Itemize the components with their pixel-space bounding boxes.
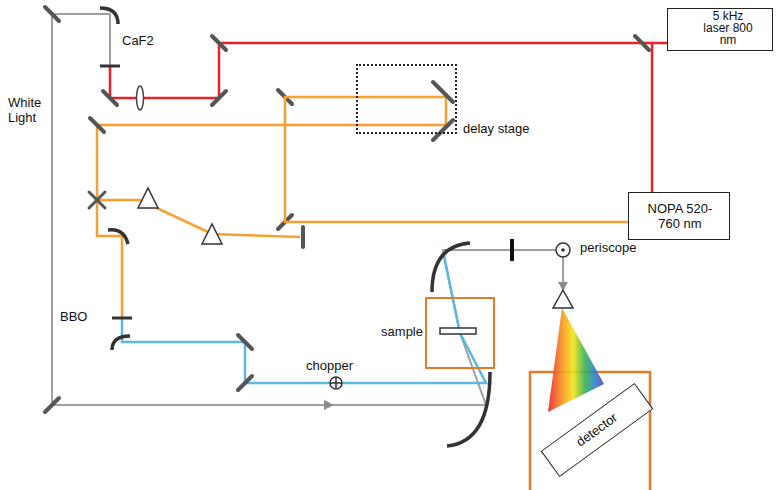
crystal-label: BBO — [60, 310, 87, 325]
mirror — [301, 227, 305, 247]
curved-mirror — [112, 336, 130, 350]
prism — [138, 188, 158, 208]
mirror — [238, 335, 252, 349]
crystal-label: CaF2 — [122, 34, 154, 49]
probe-beam — [97, 97, 446, 318]
pump-beam — [110, 43, 652, 98]
mirror — [90, 118, 104, 132]
detector-box: detector — [541, 383, 654, 477]
bbo-crystal — [112, 317, 132, 320]
mirror — [433, 82, 453, 102]
spectrum-fan — [548, 308, 604, 412]
node-text: 5 kHz laser 800 nm — [698, 10, 758, 46]
beam-stop — [510, 239, 514, 261]
mirror — [212, 91, 226, 105]
prism — [553, 290, 573, 308]
mirror — [635, 36, 649, 50]
mirror — [212, 36, 226, 50]
pickoff-mirror — [89, 192, 105, 208]
component-label: periscope — [580, 241, 636, 256]
shg-beam — [122, 252, 486, 383]
sample-box: sample — [425, 297, 495, 369]
mirror — [45, 7, 59, 21]
mirror — [45, 398, 59, 412]
node-text: delay stage — [463, 122, 530, 137]
prism — [202, 224, 222, 244]
laser-box: 5 kHz laser 800 nm — [667, 8, 773, 51]
curved-mirror — [432, 243, 470, 292]
curved-mirror — [447, 372, 490, 446]
probe-beam — [97, 97, 446, 318]
spectrum-fan — [548, 308, 604, 412]
delay-stage-box: delay stage — [356, 64, 457, 134]
probe-beam — [97, 200, 300, 237]
mirror — [433, 120, 453, 140]
lens — [137, 86, 144, 110]
node-text: detector — [546, 390, 647, 469]
bbo-crystal — [112, 317, 132, 320]
caf2-plate — [100, 65, 120, 68]
mirror — [103, 91, 117, 105]
curved-mirror — [100, 8, 118, 24]
source-label: White Light — [8, 96, 50, 126]
beam-stop — [510, 239, 514, 261]
pickoff-mirror — [89, 192, 105, 208]
nopa-box: NOPA 520-760 nm — [628, 192, 730, 240]
periscope-symbol — [556, 243, 570, 257]
sample-plate — [440, 328, 476, 334]
beam-arrow — [324, 400, 334, 410]
periscope-symbol — [556, 243, 570, 257]
white-light-beam — [52, 14, 563, 405]
shg-beam — [122, 252, 486, 383]
beam-connector — [652, 43, 667, 192]
white-light-beam — [562, 257, 564, 284]
chopper — [335, 377, 337, 389]
chopper — [330, 377, 342, 389]
curved-mirror — [108, 230, 128, 244]
mirror — [45, 7, 649, 412]
white-light-beam — [52, 14, 563, 405]
node-text: NOPA 520-760 nm — [640, 201, 720, 231]
beam-arrow — [324, 282, 568, 410]
sample-plate — [440, 328, 476, 334]
component-label: chopper — [306, 359, 353, 374]
curved-mirror — [100, 8, 490, 446]
pump-beam — [110, 43, 652, 98]
mirror — [238, 376, 252, 390]
caf2-plate — [100, 65, 120, 68]
node-text: sample — [381, 325, 423, 340]
periscope-symbol — [561, 248, 565, 252]
prism — [138, 188, 573, 308]
chopper — [330, 377, 342, 389]
pickoff-mirror — [89, 192, 105, 208]
lens — [137, 86, 144, 110]
